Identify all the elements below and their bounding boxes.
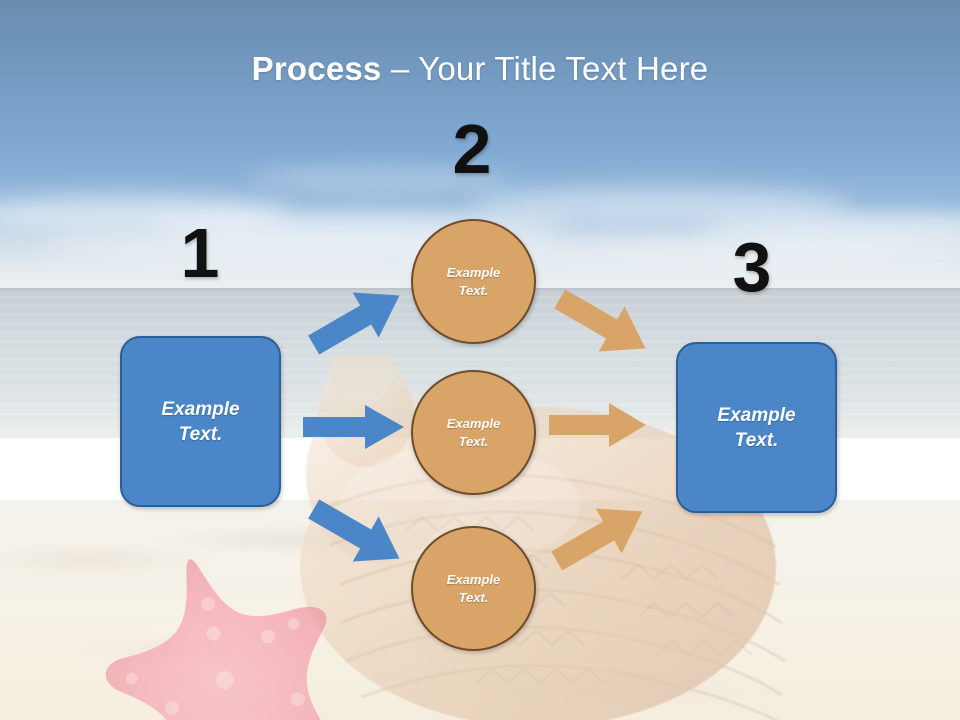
slide-title-strong: Process [251,50,382,87]
blue-arrow-down-right-icon [305,496,410,572]
process-box-input[interactable]: Example Text. [120,336,281,507]
label-line-2: Text. [458,282,489,298]
cloud [700,214,960,242]
process-box-output[interactable]: Example Text. [676,342,837,513]
label-line-1: Example [446,264,501,280]
step-number-2: 2 [452,110,492,188]
step-number-3: 3 [732,228,772,306]
blue-arrow-right-icon [303,404,405,450]
process-circle-top-label: Example Text. [447,264,500,300]
starfish-image [100,556,350,720]
label-line-1: Example [161,398,240,420]
process-circle-middle[interactable]: Example Text. [411,370,536,495]
process-circle-bottom-label: Example Text. [447,571,500,607]
step-number-1: 1 [180,214,220,292]
label-line-2: Text. [178,423,223,445]
process-circle-bottom[interactable]: Example Text. [411,526,536,651]
label-line-2: Text. [734,429,779,451]
orange-arrow-down-right-icon [551,286,656,362]
orange-arrow-up-right-icon [548,498,653,574]
cloud [520,240,960,264]
label-line-1: Example [446,571,501,587]
label-line-1: Example [717,404,796,426]
orange-arrow-right-icon [549,402,647,448]
process-box-input-label: Example Text. [161,397,239,447]
blue-arrow-up-right-icon [305,282,410,358]
process-circle-top[interactable]: Example Text. [411,219,536,344]
label-line-1: Example [446,415,501,431]
slide-title: Process – Your Title Text Here [0,49,960,89]
label-line-2: Text. [458,433,489,449]
cloud [250,168,510,190]
slide-title-rest: – Your Title Text Here [381,50,709,87]
label-line-2: Text. [458,589,489,605]
process-circle-middle-label: Example Text. [447,415,500,451]
process-box-output-label: Example Text. [717,403,795,453]
